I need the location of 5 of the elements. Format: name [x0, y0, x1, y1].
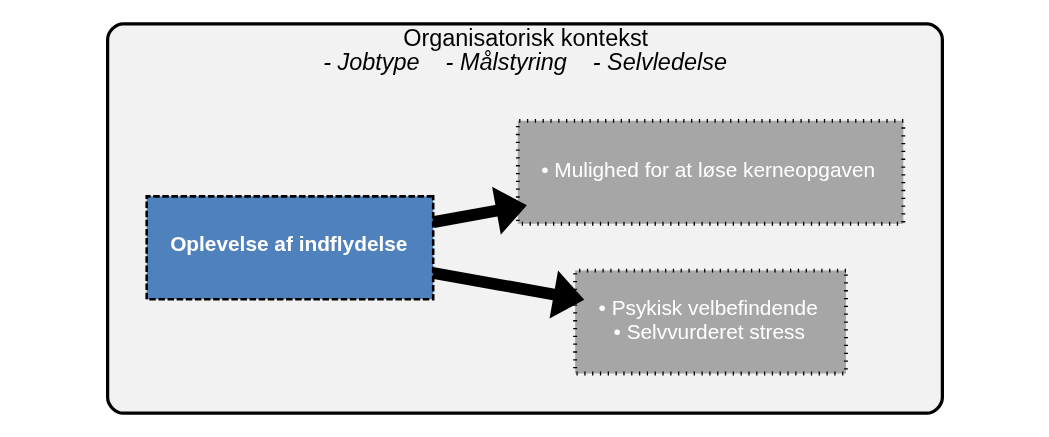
node-box: • Mulighed for at løse kerneopgaven: [515, 118, 905, 226]
node-box: Oplevelse af indflydelse: [144, 195, 434, 301]
arrow: [431, 267, 584, 319]
node-box: • Psykisk velbefindende • Selvvurderet stress: [572, 268, 848, 376]
arrow: [431, 186, 527, 235]
